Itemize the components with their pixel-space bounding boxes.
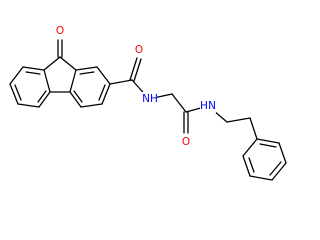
atom-label-n-amide-2: N: [208, 100, 216, 112]
bond: [22, 66, 45, 71]
bond: [133, 58, 142, 82]
bond: [59, 56, 77, 71]
bond: [69, 69, 77, 93]
bond: [269, 161, 282, 176]
bond: [101, 83, 111, 105]
bond: [242, 155, 251, 177]
bond: [73, 90, 83, 103]
bond: [79, 71, 95, 75]
atom-label-o-ketone: O: [56, 25, 64, 37]
bond: [75, 66, 98, 71]
bond: [98, 84, 106, 101]
bond: [129, 57, 138, 81]
bond: [256, 138, 280, 144]
bond: [248, 157, 255, 173]
bond: [38, 91, 51, 108]
bond: [37, 90, 47, 103]
atom-label-n-amide: N: [142, 93, 150, 105]
molecule-canvas: O O N H O N H: [9, 24, 287, 181]
bond: [43, 69, 51, 93]
bond: [109, 79, 133, 85]
atom-labels: O O N H O N H: [54, 24, 216, 149]
bond: [14, 84, 22, 101]
atom-label-o-amide-2: O: [182, 136, 190, 148]
bond: [69, 91, 82, 108]
bond-lines: [9, 39, 287, 181]
atom-label-h-amide-2: H: [200, 100, 208, 112]
bond: [9, 66, 24, 85]
bond: [171, 93, 187, 113]
bond: [278, 142, 287, 164]
bond: [226, 117, 251, 123]
bond: [271, 162, 287, 181]
bond: [9, 83, 19, 105]
bond: [17, 103, 40, 108]
bond: [249, 117, 258, 140]
atom-label-o-amide: O: [135, 44, 143, 56]
bond: [43, 56, 61, 71]
bond: [242, 138, 258, 157]
structure-diagram: O O N H O N H: [9, 24, 287, 181]
atom-label-h-amide: H: [150, 93, 158, 105]
bond: [259, 143, 277, 148]
bond: [249, 175, 273, 181]
bond: [25, 71, 41, 75]
bond: [96, 66, 111, 85]
bond: [80, 103, 103, 108]
